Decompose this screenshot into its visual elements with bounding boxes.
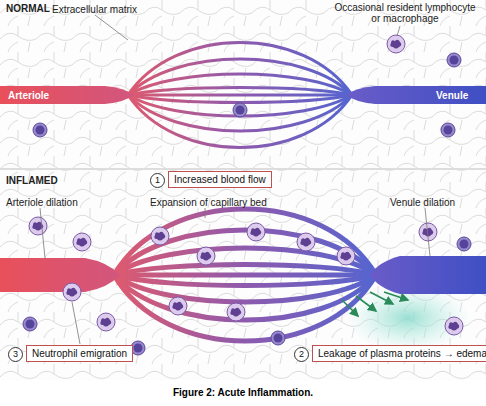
neutrophil xyxy=(337,247,355,265)
box-text: Leakage of plasma proteins → edema xyxy=(318,348,486,359)
capillary xyxy=(114,275,376,302)
leakage-arrows xyxy=(342,292,408,316)
capillary-bed xyxy=(114,209,376,341)
venule xyxy=(346,86,486,104)
callout-number: 3 xyxy=(8,347,23,362)
capillary xyxy=(128,88,352,96)
arteriole xyxy=(0,86,134,104)
leader-line xyxy=(72,302,80,344)
neutrophil xyxy=(169,297,187,315)
macrophage xyxy=(387,35,405,53)
neutrophil xyxy=(151,227,169,245)
arrow xyxy=(342,300,358,316)
panel-title: INFLAMED xyxy=(6,175,58,186)
capillary xyxy=(128,95,352,148)
panel-title: NORMAL xyxy=(6,3,50,14)
dilated-venule xyxy=(370,256,486,294)
lymphocyte xyxy=(233,103,247,117)
capillary xyxy=(128,59,352,95)
neutrophil xyxy=(29,217,47,235)
extracellular-matrix xyxy=(0,170,486,380)
part-label: Expansion of capillary bed xyxy=(150,197,267,208)
leader-line xyxy=(40,208,45,258)
neutrophil xyxy=(445,317,463,335)
vessel-label: Arteriole xyxy=(8,90,49,101)
leader-line xyxy=(425,208,430,256)
panel-divider xyxy=(0,169,486,170)
extracellular-matrix xyxy=(0,0,486,168)
part-label: Arteriole dilation xyxy=(6,197,78,208)
leader-line xyxy=(397,26,400,36)
lymphocyte xyxy=(23,317,37,331)
neutrophil xyxy=(297,233,315,251)
neutrophil xyxy=(247,223,265,241)
neutrophil xyxy=(227,303,245,321)
neutrophil xyxy=(197,247,215,265)
callout-text: 1 xyxy=(155,175,160,185)
capillary xyxy=(128,95,352,103)
lymphocyte xyxy=(33,123,47,137)
lymphocyte xyxy=(131,341,145,355)
capillary xyxy=(128,43,352,96)
callout-text: 3 xyxy=(13,349,18,359)
neutrophil xyxy=(73,233,91,251)
vessel-label: Venule xyxy=(436,90,468,101)
capillary xyxy=(114,273,376,278)
part-label: Venule dilation xyxy=(390,197,455,208)
callout-text: 2 xyxy=(299,349,304,359)
capillary-bed xyxy=(128,43,352,148)
capillary xyxy=(114,209,376,275)
lymphocyte xyxy=(441,123,455,137)
capillary xyxy=(128,95,352,116)
capillary xyxy=(114,265,376,276)
part-label: Extracellular matrix xyxy=(52,4,137,15)
box-text: Increased blood flow xyxy=(174,174,266,185)
figure-caption: Figure 2: Acute Inflammation. xyxy=(0,387,486,398)
leader-line xyxy=(205,208,206,218)
lymphocyte xyxy=(271,331,285,345)
capillary xyxy=(114,275,376,286)
lymphocyte xyxy=(447,53,461,67)
box-text: Neutrophil emigration xyxy=(32,348,127,359)
emigrating-neutrophil xyxy=(63,283,81,301)
process-box: Neutrophil emigration xyxy=(26,345,133,362)
dilated-arteriole xyxy=(0,258,120,292)
neutrophil xyxy=(97,313,115,331)
process-box: Increased blood flow xyxy=(168,171,272,188)
callout-number: 1 xyxy=(150,173,165,188)
part-label: Occasional resident lymphocyte or macrop… xyxy=(330,2,480,24)
capillary xyxy=(128,74,352,95)
capillary xyxy=(128,94,352,97)
arrow xyxy=(384,292,408,300)
lymphocyte xyxy=(457,237,471,251)
capillary xyxy=(114,275,376,341)
arrow xyxy=(356,296,376,311)
callout-number: 2 xyxy=(294,347,309,362)
process-box: Leakage of plasma proteins → edema xyxy=(312,345,486,362)
capillary xyxy=(114,248,376,275)
leader-line xyxy=(95,15,128,40)
